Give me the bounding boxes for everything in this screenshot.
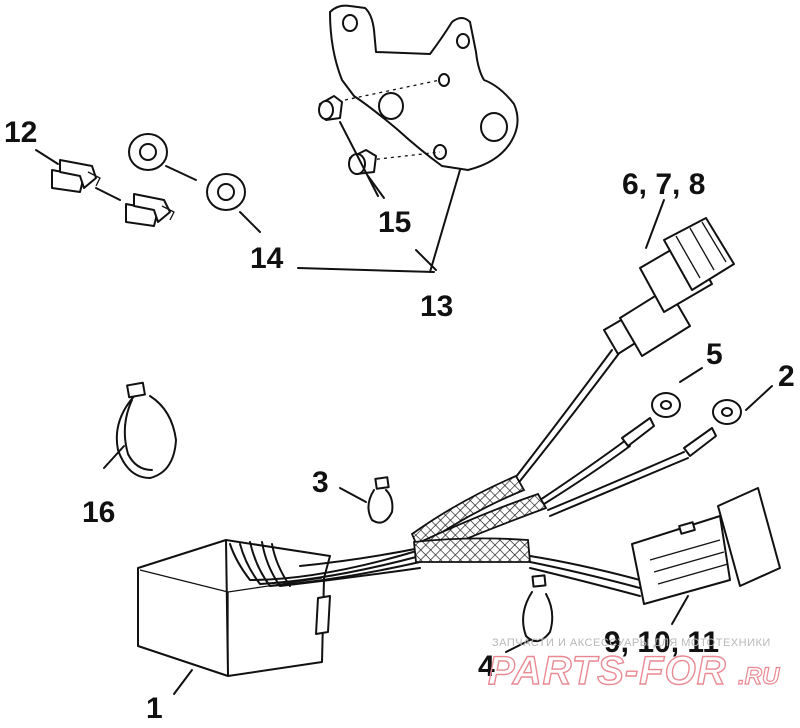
clip-12 — [51, 159, 101, 193]
watermark-caption: ЗАПЧАСТИ И АКСЕССУАРЫ ДЛЯ МОТОТЕХНИКИ — [492, 637, 771, 649]
cable-strap-4 — [522, 574, 554, 643]
callout-14: 14 — [250, 242, 284, 275]
grommet-15 — [348, 149, 377, 175]
bracket-hole — [456, 33, 470, 49]
wire-bundle — [229, 349, 689, 597]
watermark-logo: PARTS-FOR — [488, 649, 727, 693]
bracket-hole — [378, 92, 404, 120]
callout-5: 5 — [706, 338, 723, 371]
grommet-15 — [318, 95, 343, 121]
mounting-bracket — [329, 4, 519, 171]
connector-9-10-11 — [631, 487, 781, 605]
bracket-hole — [438, 73, 450, 87]
ring-terminal-5 — [621, 392, 681, 447]
callout-3: 3 — [312, 466, 329, 499]
grommet-14 — [128, 133, 168, 171]
ring-terminal-2 — [683, 399, 742, 457]
watermark-domain: .RU — [738, 663, 780, 690]
bracket-hole — [342, 14, 358, 32]
braided-sleeve — [413, 537, 531, 563]
callout-15: 15 — [378, 206, 411, 239]
bracket-hole — [480, 112, 508, 142]
callout-2: 2 — [778, 360, 795, 393]
clip-12 — [125, 193, 175, 227]
control-module — [137, 539, 331, 677]
callout-labels: 12 14 15 13 6, 7, 8 5 2 3 16 4 9, 10, 11… — [4, 116, 795, 725]
leader-lines — [35, 121, 773, 695]
callout-13: 13 — [420, 290, 453, 323]
callout-1: 1 — [146, 692, 163, 725]
cable-strap-16 — [115, 381, 177, 479]
callout-16: 16 — [82, 496, 115, 529]
callout-12: 12 — [4, 116, 37, 149]
callout-4: 4 — [478, 650, 495, 683]
callout-6-7-8: 6, 7, 8 — [622, 168, 705, 201]
grommet-14 — [206, 173, 246, 211]
callout-9-10-11: 9, 10, 11 — [604, 626, 719, 659]
watermark: ЗАПЧАСТИ И АКСЕССУАРЫ ДЛЯ МОТОТЕХНИКИ PA… — [487, 637, 780, 694]
cable-strap-3 — [367, 476, 394, 524]
connector-6-7-8 — [603, 217, 735, 357]
